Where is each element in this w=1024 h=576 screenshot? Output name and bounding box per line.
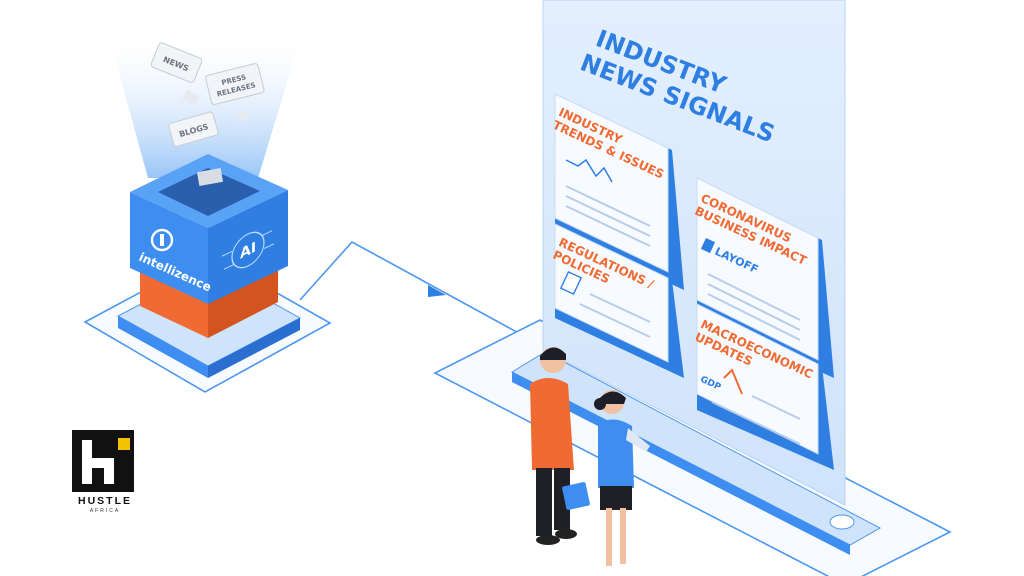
hustle-logo-mark-icon — [72, 430, 134, 492]
gdp-arrow-icon — [723, 368, 743, 395]
document-icon — [559, 270, 583, 296]
intellizence-ai-box: intellizence AI — [130, 154, 288, 338]
hustle-africa-logo: HUSTLE AFRICA — [72, 430, 138, 520]
source-card-press-releases: PRESS RELEASES — [205, 63, 265, 105]
trend-chart-icon — [565, 158, 613, 183]
paper-scrap — [236, 110, 250, 122]
layoff-icon — [700, 238, 716, 254]
source-card-blogs: BLOGS — [168, 111, 219, 147]
businesswoman-figure — [594, 390, 650, 566]
flow-arrow-icon — [428, 285, 446, 297]
logo-name: HUSTLE — [78, 495, 132, 507]
businessman-figure — [530, 347, 590, 545]
card-regulations-policies: REGULATIONS / POLICIES — [551, 223, 684, 378]
intellizence-logo-icon — [150, 228, 174, 252]
news-signals-poster: INDUSTRY NEWS SIGNALS INDUSTRY TRENDS & … — [542, 0, 846, 506]
source-card-news: NEWS — [150, 42, 203, 83]
platform-light — [829, 514, 855, 530]
flow-connector — [299, 240, 536, 343]
ai-chip-icon: AI — [222, 230, 274, 270]
logo-subtitle: AFRICA — [89, 508, 121, 514]
ai-label: AI — [240, 239, 256, 263]
briefcase-icon — [562, 482, 590, 510]
paper-scrap — [182, 89, 200, 106]
